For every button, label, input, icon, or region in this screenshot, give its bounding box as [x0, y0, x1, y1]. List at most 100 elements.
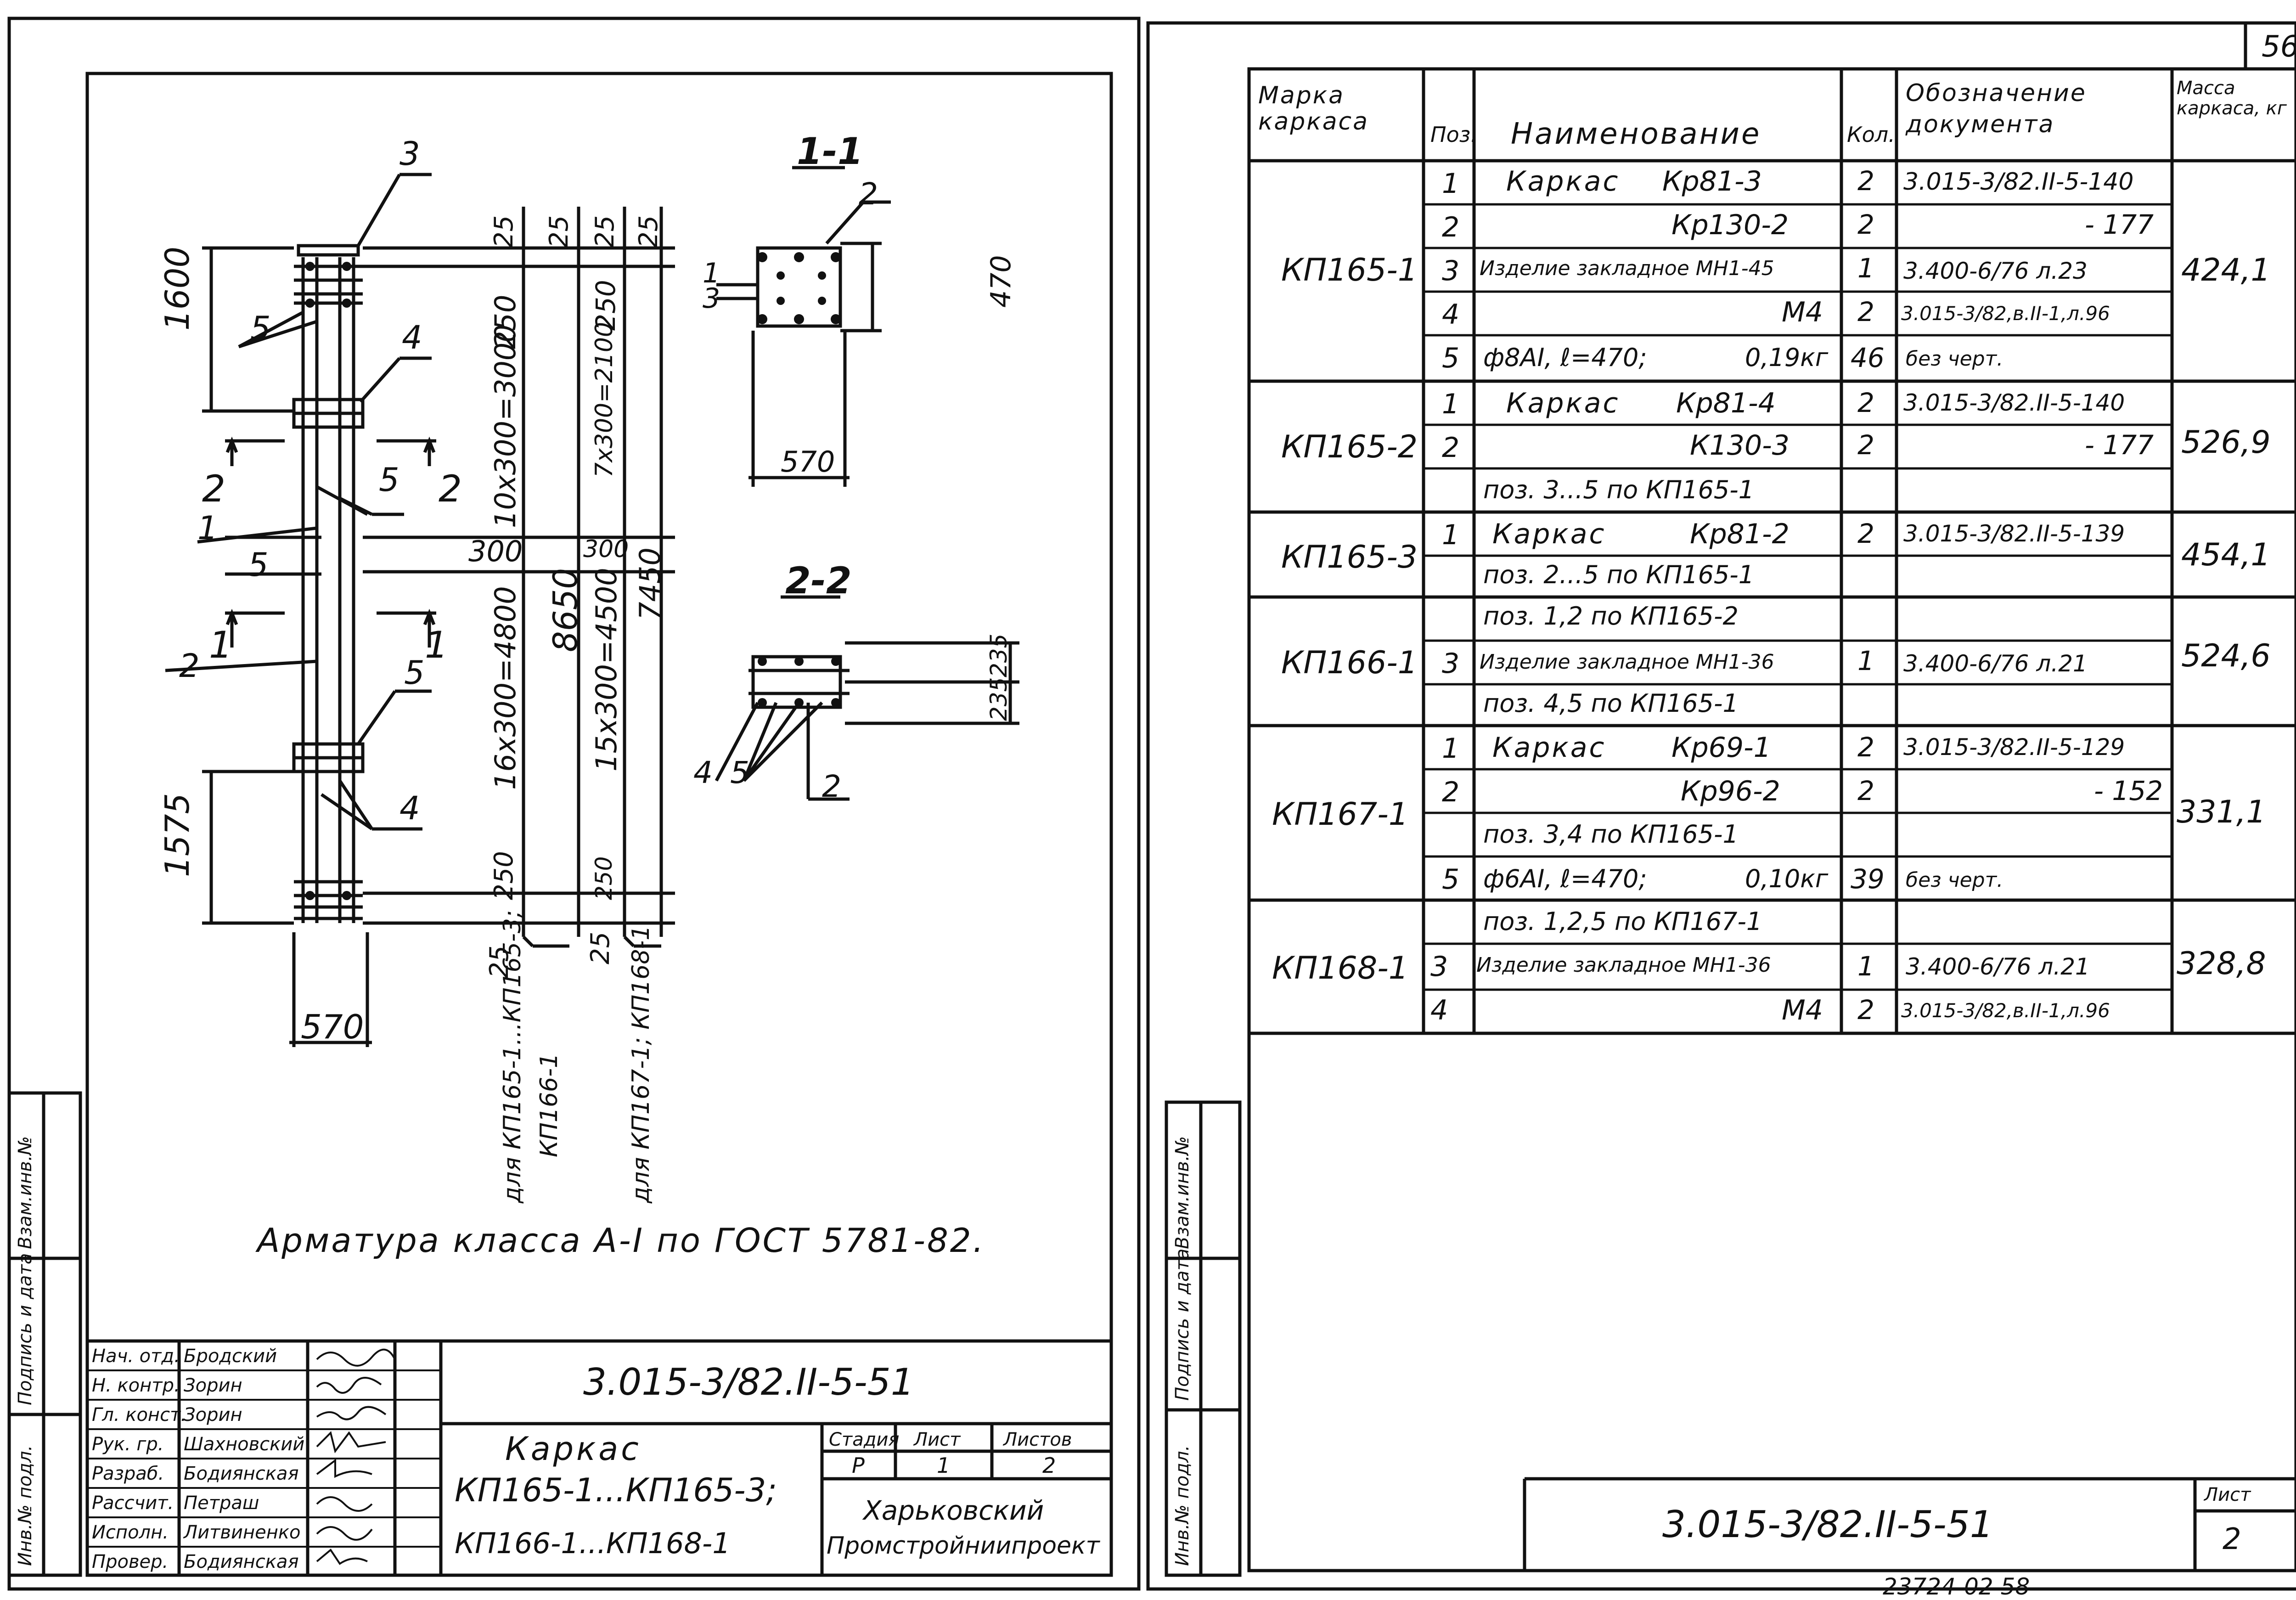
row-name: Каркас	[1492, 732, 1606, 764]
section-mark-1-right: 1	[425, 624, 448, 666]
stage-header: Стадия	[829, 1429, 900, 1450]
callout-5: 5	[379, 461, 400, 499]
callout-2: 2	[179, 647, 200, 685]
role: Исполн.	[92, 1522, 169, 1543]
row-name: поз. 1,2,5 по КП167-1	[1483, 907, 1762, 936]
mark-kp165-1: КП165-1	[1281, 252, 1418, 288]
header-mark: Марка каркаса	[1258, 82, 1369, 136]
row-name: поз. 4,5 по КП165-1	[1483, 689, 1739, 718]
row-name: поз. 2...5 по КП165-1	[1483, 560, 1755, 589]
org-line-1: Харьковский	[863, 1495, 1044, 1526]
callout-5: 5	[250, 310, 271, 347]
row-name: Изделие закладное МН1-45	[1480, 257, 1774, 280]
title-line-3: КП166-1...КП168-1	[455, 1527, 731, 1560]
row-name2: Кр69-1	[1671, 732, 1771, 764]
row-doc: без черт.	[1906, 868, 2003, 892]
person-name: Зорин	[184, 1375, 242, 1396]
role: Рук. гр.	[92, 1434, 164, 1455]
row-pos: 3	[1442, 255, 1460, 287]
section-mark-2-right: 2	[439, 468, 462, 510]
row-qty: 2	[1857, 732, 1874, 763]
row-pos: 5	[1442, 342, 1460, 374]
sheets-header: Листов	[1003, 1429, 1072, 1450]
callout-5: 5	[248, 546, 269, 584]
row-doc: 3.015-3/82.II-5-139	[1903, 520, 2125, 547]
section-2-2-callout-5: 5	[730, 755, 749, 790]
row-doc: - 177	[2085, 429, 2154, 461]
row-qty: 1	[1857, 253, 1874, 284]
row-pos: 1	[1442, 732, 1460, 765]
row-name2: Кр96-2	[1681, 775, 1780, 807]
row-doc: 3.015-3/82.II-5-140	[1903, 389, 2125, 416]
mass-kp165-1: 424,1	[2181, 252, 2271, 288]
row-doc: 3.015-3/82,в.II-1,л.96	[1901, 302, 2110, 325]
dim-col1-300: 300	[468, 535, 523, 568]
row-name: ф8АI, ℓ=470;	[1483, 343, 1647, 372]
org-line-2: Промстройниипроект	[827, 1532, 1100, 1560]
row-doc: 3.015-3/82.II-5-140	[1903, 168, 2134, 196]
row-qty: 2	[1857, 429, 1874, 461]
stage-value: Р	[852, 1453, 865, 1478]
header-qty: Кол.	[1847, 122, 1895, 147]
callout-4: 4	[402, 319, 422, 356]
row-name2: Кр81-3	[1662, 165, 1762, 197]
section-1-1-dim-570: 570	[781, 445, 835, 479]
row-pos: 1	[1442, 388, 1460, 420]
row-qty: 2	[1857, 209, 1874, 240]
row-name: Каркас	[1506, 165, 1620, 197]
row-qty: 2	[1857, 296, 1874, 327]
sheets-value: 2	[1042, 1453, 1056, 1478]
section-2-2-label: 2-2	[785, 559, 852, 602]
row-pos: 2	[1442, 211, 1460, 243]
mark-kp167-1: КП167-1	[1272, 796, 1409, 833]
row-name: Каркас	[1492, 518, 1606, 550]
row-doc: - 152	[2094, 775, 2163, 806]
person-name: Бодиянская	[184, 1463, 299, 1484]
sheet-label: Лист	[2204, 1484, 2251, 1505]
reinforcement-note: Арматура класса А-I по ГОСТ 5781-82.	[257, 1221, 985, 1260]
section-1-1-callout-2: 2	[859, 176, 878, 212]
row-name: поз. 3,4 по КП165-1	[1483, 820, 1739, 849]
mark-kp168-1: КП168-1	[1272, 950, 1409, 986]
row-name2: 0,19кг	[1745, 343, 1829, 372]
title-line-2: КП165-1...КП165-3;	[455, 1471, 777, 1509]
page-number: 56	[2262, 30, 2296, 64]
mass-kp167-1: 331,1	[2177, 794, 2266, 830]
sheet-value: 1	[937, 1453, 951, 1478]
row-name2: К130-3	[1690, 429, 1790, 462]
role: Н. контр.	[92, 1375, 180, 1396]
section-1-1-label: 1-1	[797, 130, 863, 173]
row-pos: 3	[1430, 951, 1448, 983]
row-doc: - 177	[2085, 209, 2154, 240]
row-qty: 39	[1851, 863, 1885, 895]
mass-kp165-2: 526,9	[2181, 424, 2271, 461]
dim-col3-300: 300	[583, 535, 629, 563]
bottom-cut-text: 23724-02 58	[1883, 1573, 2030, 1600]
row-name: поз. 1,2 по КП165-2	[1483, 602, 1739, 631]
row-qty: 2	[1857, 994, 1874, 1025]
row-doc: без черт.	[1906, 347, 2003, 371]
role: Гл. конст.	[92, 1404, 187, 1425]
section-mark-1-left: 1	[209, 624, 232, 666]
row-pos: 5	[1442, 863, 1460, 896]
row-pos: 4	[1442, 299, 1460, 331]
row-name2: Кр130-2	[1671, 209, 1789, 241]
row-name2: М4	[1782, 296, 1823, 328]
row-qty: 1	[1857, 645, 1874, 676]
row-pos: 3	[1442, 648, 1460, 680]
mass-kp165-3: 454,1	[2181, 537, 2271, 573]
row-pos: 2	[1442, 776, 1460, 808]
role: Рассчит.	[92, 1493, 174, 1514]
mass-kp166-1: 524,6	[2181, 638, 2271, 674]
row-name: Изделие закладное МН1-36	[1480, 650, 1774, 674]
side-stamp-replace-right: Взам.инв.№	[1172, 1136, 1193, 1249]
row-name: Каркас	[1506, 387, 1620, 419]
row-doc: 3.400-6/76 л.21	[1903, 650, 2088, 677]
section-1-1-callout-3: 3	[703, 282, 720, 315]
section-2-2-callout-4: 4	[693, 755, 713, 790]
row-qty: 2	[1857, 387, 1874, 418]
row-qty: 46	[1851, 342, 1885, 373]
